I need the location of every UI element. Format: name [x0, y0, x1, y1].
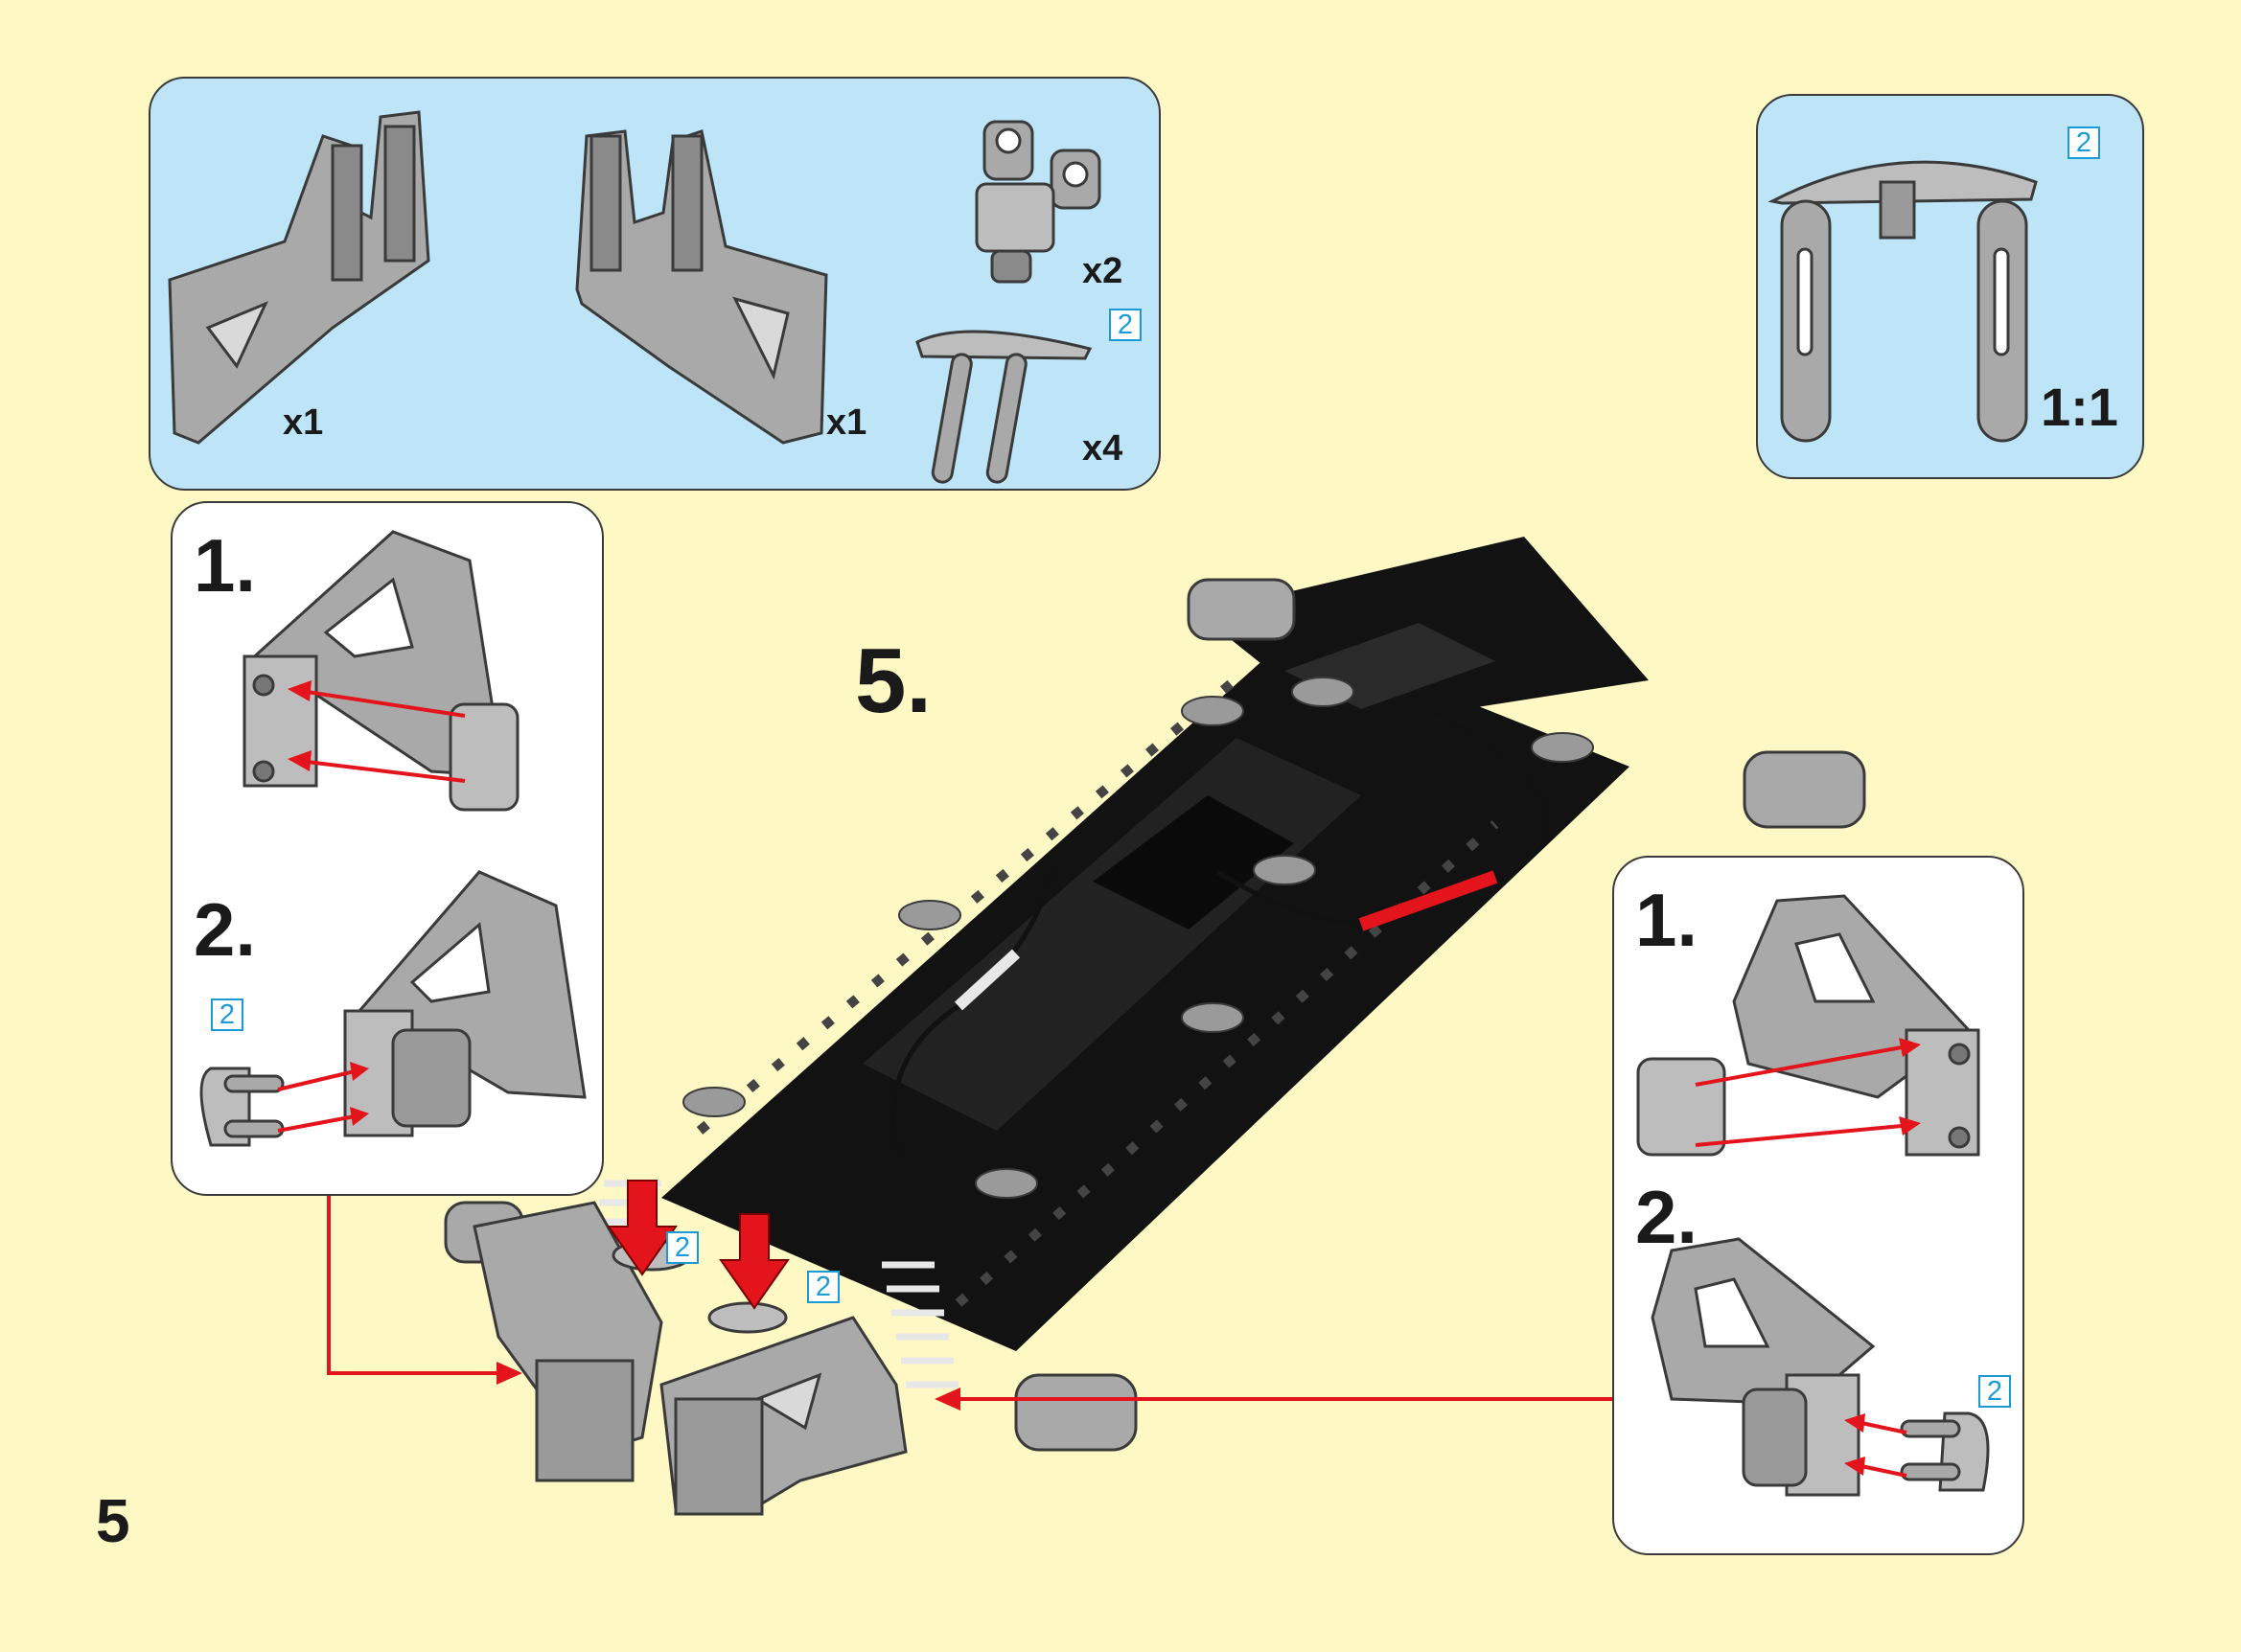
- left-fender-part-image: [168, 110, 430, 445]
- parts-illustration: [168, 110, 1101, 484]
- right-fender-qty: x1: [826, 402, 867, 443]
- wire-harness: [891, 706, 1551, 1160]
- insert-arrows: [607, 1180, 790, 1310]
- substep-right-panel: 1. 2. 2: [1612, 856, 2024, 1555]
- substep-left-illustration: [199, 530, 587, 1147]
- substep-right-step1: 1.: [1635, 878, 1698, 962]
- scale-pin-illustration: [1767, 160, 2038, 443]
- right-fender-part-image: [575, 129, 828, 445]
- substep-right-step2: 2.: [1635, 1175, 1698, 1259]
- page-number: 5: [96, 1486, 130, 1555]
- scale-panel: 2 1:1: [1756, 94, 2144, 479]
- substep-right-illustration: [1636, 894, 1990, 1497]
- substep-left-panel: 1. 2. 2: [171, 501, 604, 1196]
- scale-ratio: 1:1: [2041, 377, 2118, 437]
- parts-panel: x1 x1 x2 x4 2: [149, 77, 1161, 491]
- left-fender-qty: x1: [283, 402, 324, 443]
- pin-part-image: [915, 330, 1093, 484]
- pin-qty: x4: [1082, 428, 1123, 469]
- scale-size-badge: 2: [2068, 126, 2100, 159]
- step-number: 5.: [855, 630, 933, 732]
- substep-left-step2: 2.: [194, 887, 257, 972]
- pin-size-badge: 2: [1109, 309, 1142, 341]
- assembly-size-badge-a: 2: [666, 1231, 699, 1264]
- chassis: [661, 537, 1649, 1351]
- connector-part-image: [975, 120, 1101, 284]
- chassis-rubber-pads: [682, 677, 1594, 1199]
- substep-left-badge: 2: [211, 998, 243, 1031]
- substep-left-step1: 1.: [194, 523, 257, 608]
- assembly-size-badge-b: 2: [807, 1271, 840, 1303]
- connector-qty: x2: [1082, 251, 1123, 291]
- substep-right-badge: 2: [1978, 1375, 2011, 1408]
- callout-lines: [327, 1196, 1612, 1411]
